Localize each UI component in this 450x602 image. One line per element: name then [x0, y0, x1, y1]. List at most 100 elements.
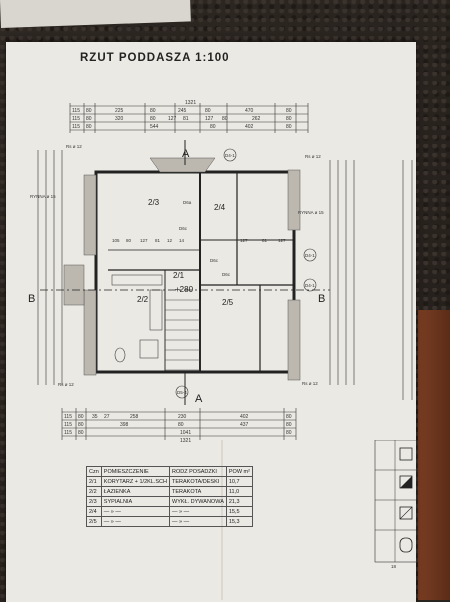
table-cell: SYPIALNIA: [100, 496, 171, 507]
stairs: [164, 299, 201, 371]
dim: 127: [278, 238, 286, 243]
legend-dim: 18: [391, 564, 397, 569]
table-cell: 15,5: [225, 506, 253, 517]
room-schedule-table: Czn POMIESZCZENIE RODZ POSADZKI POW m² 2…: [86, 466, 253, 527]
table-cell: ŁAZIENKA: [100, 486, 171, 497]
dim: 115: [72, 108, 80, 114]
table-cell: 2/3: [86, 496, 102, 507]
dim: 35: [92, 414, 98, 420]
dim: 470: [245, 108, 254, 114]
tag: D4-1: [225, 153, 235, 158]
dim: 80: [150, 108, 156, 114]
table-cell: 2/4: [86, 506, 102, 517]
gutter-label-right: RYNNA ø 15: [298, 210, 324, 215]
legend-symbol-4: [399, 537, 413, 553]
top-dims-row4: 115 80 544 80 402 80: [72, 124, 292, 130]
dim: 80: [286, 124, 292, 130]
dim: 80: [286, 422, 292, 428]
table-header-row: Czn POMIESZCZENIE RODZ POSADZKI POW m²: [86, 466, 253, 477]
table-cell: — » —: [100, 506, 171, 517]
table-cell: — » —: [169, 506, 227, 517]
room-label: 2/3: [148, 198, 160, 207]
legend-symbol-2: [400, 476, 412, 488]
top-dims-row2: 115 80 225 80 245 80 470 80: [72, 108, 292, 114]
table-header: POMIESZCZENIE: [100, 466, 171, 477]
dim: 115: [72, 116, 80, 122]
gutter-label-left: RYNNA ø 15: [30, 194, 56, 199]
tag: D6a: [183, 200, 192, 205]
dim: 27: [104, 414, 110, 420]
bottom-dims-row3: 115 80 1041 80: [64, 430, 292, 436]
section-marker-a-top: A: [182, 140, 190, 165]
dim: 12: [167, 238, 173, 243]
dim: 81: [155, 238, 161, 243]
tag: D6c: [210, 258, 219, 263]
table-row: 2/1 KORYTARZ + 1/2KL.SCH TERAKOTA/DESKI …: [86, 476, 253, 487]
table-header: Czn: [86, 466, 102, 477]
top-dim-total: 1321: [185, 100, 196, 106]
dim: 80: [178, 422, 184, 428]
interior-dims: 105 80 127 81 12 14 127 81 127: [112, 238, 286, 243]
dim: 81: [262, 238, 268, 243]
section-marker-b: B B: [28, 289, 330, 305]
table-row: 2/2 ŁAZIENKA TERAKOTA 11,0: [86, 486, 253, 497]
tag: D5-4: [177, 390, 187, 395]
dim: 115: [64, 422, 72, 428]
dim: 80: [78, 414, 84, 420]
symbol-legend: 18: [374, 440, 418, 569]
roof-hatching: [63, 157, 301, 381]
table-cell: WYKŁ. DYWANOWA: [169, 496, 227, 507]
table-cell: 15,3: [225, 516, 253, 527]
top-dims-row3: 115 80 320 80 127 81 127 80 262 80: [72, 116, 292, 122]
dim: 80: [86, 108, 92, 114]
dim: 225: [115, 108, 124, 114]
side-dimension-lines: [37, 150, 413, 400]
dim: 398: [120, 422, 129, 428]
dim: 544: [150, 124, 159, 130]
room-label: 2/2: [137, 295, 149, 304]
rs-label: Rs ø 12: [66, 144, 82, 149]
table-cell: — » —: [100, 516, 171, 527]
dim: 81: [183, 116, 189, 122]
walls: [94, 170, 296, 374]
top-dimension-lines: [70, 105, 308, 131]
dim: 245: [178, 108, 187, 114]
table-cell: TERAKOTA/DESKI: [169, 476, 227, 487]
tag: D4-1: [305, 253, 315, 258]
bottom-dim-total: 1321: [180, 438, 191, 444]
dim: 80: [78, 422, 84, 428]
dim: 262: [252, 116, 261, 122]
dim: 258: [130, 414, 139, 420]
bottom-dims-row2: 115 80 398 80 437 80: [64, 422, 292, 428]
room-label: 2/4: [214, 203, 226, 212]
dim: 127: [168, 116, 177, 122]
table-row: 2/4 — » — — » — 15,5: [86, 506, 253, 517]
table-cell: — » —: [169, 516, 227, 527]
section-a-label: A: [195, 393, 203, 405]
table-cell: 2/1: [86, 476, 102, 487]
room-label: 2/5: [222, 298, 234, 307]
dim: 127: [140, 238, 148, 243]
table-cell: KORYTARZ + 1/2KL.SCH: [100, 476, 171, 487]
bottom-dimension-lines: [61, 408, 297, 440]
top-dimension-ticks: [69, 103, 309, 133]
table-cell: 2/2: [86, 486, 102, 497]
tag: D6c: [179, 226, 188, 231]
dim: 80: [286, 108, 292, 114]
bottom-dims-row1: 115 80 35 27 258 230 402 80: [64, 414, 292, 420]
tag: D4-1: [305, 283, 315, 288]
dim: 127: [240, 238, 248, 243]
dim: 80: [222, 116, 228, 122]
legend-symbol-3: [399, 506, 413, 520]
dim: 14: [179, 238, 185, 243]
dim: 80: [78, 430, 84, 436]
dim: 115: [64, 414, 72, 420]
wood-surface: [418, 310, 450, 600]
dim: 230: [178, 414, 187, 420]
door-tags: D4-1 D6a D6c D6c D6c D4-1 D4-1 D5-4: [175, 148, 317, 399]
dim: 115: [72, 124, 80, 130]
rs-label: Rs ø 12: [302, 381, 318, 386]
table-cell: 11,0: [225, 486, 253, 497]
dim: 320: [115, 116, 124, 122]
table-cell: 21,3: [225, 496, 253, 507]
